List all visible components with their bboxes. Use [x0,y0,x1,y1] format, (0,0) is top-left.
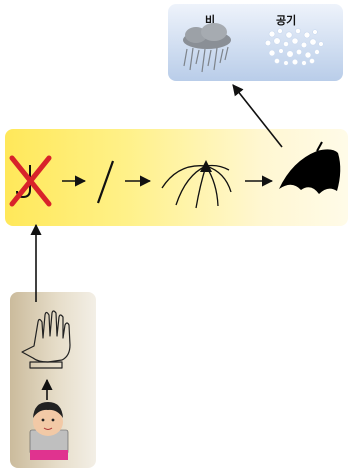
hand-icon [22,311,70,368]
open-umbrella-icon [279,142,340,194]
arrow-to-weather [233,85,282,147]
rain-cloud-icon [183,23,231,72]
person-icon [30,402,68,460]
air-bubbles-icon [265,28,323,65]
crossed-umbrella-handle-icon [12,158,49,204]
umbrella-frame-icon [162,160,231,208]
umbrella-rib-icon [98,161,113,203]
